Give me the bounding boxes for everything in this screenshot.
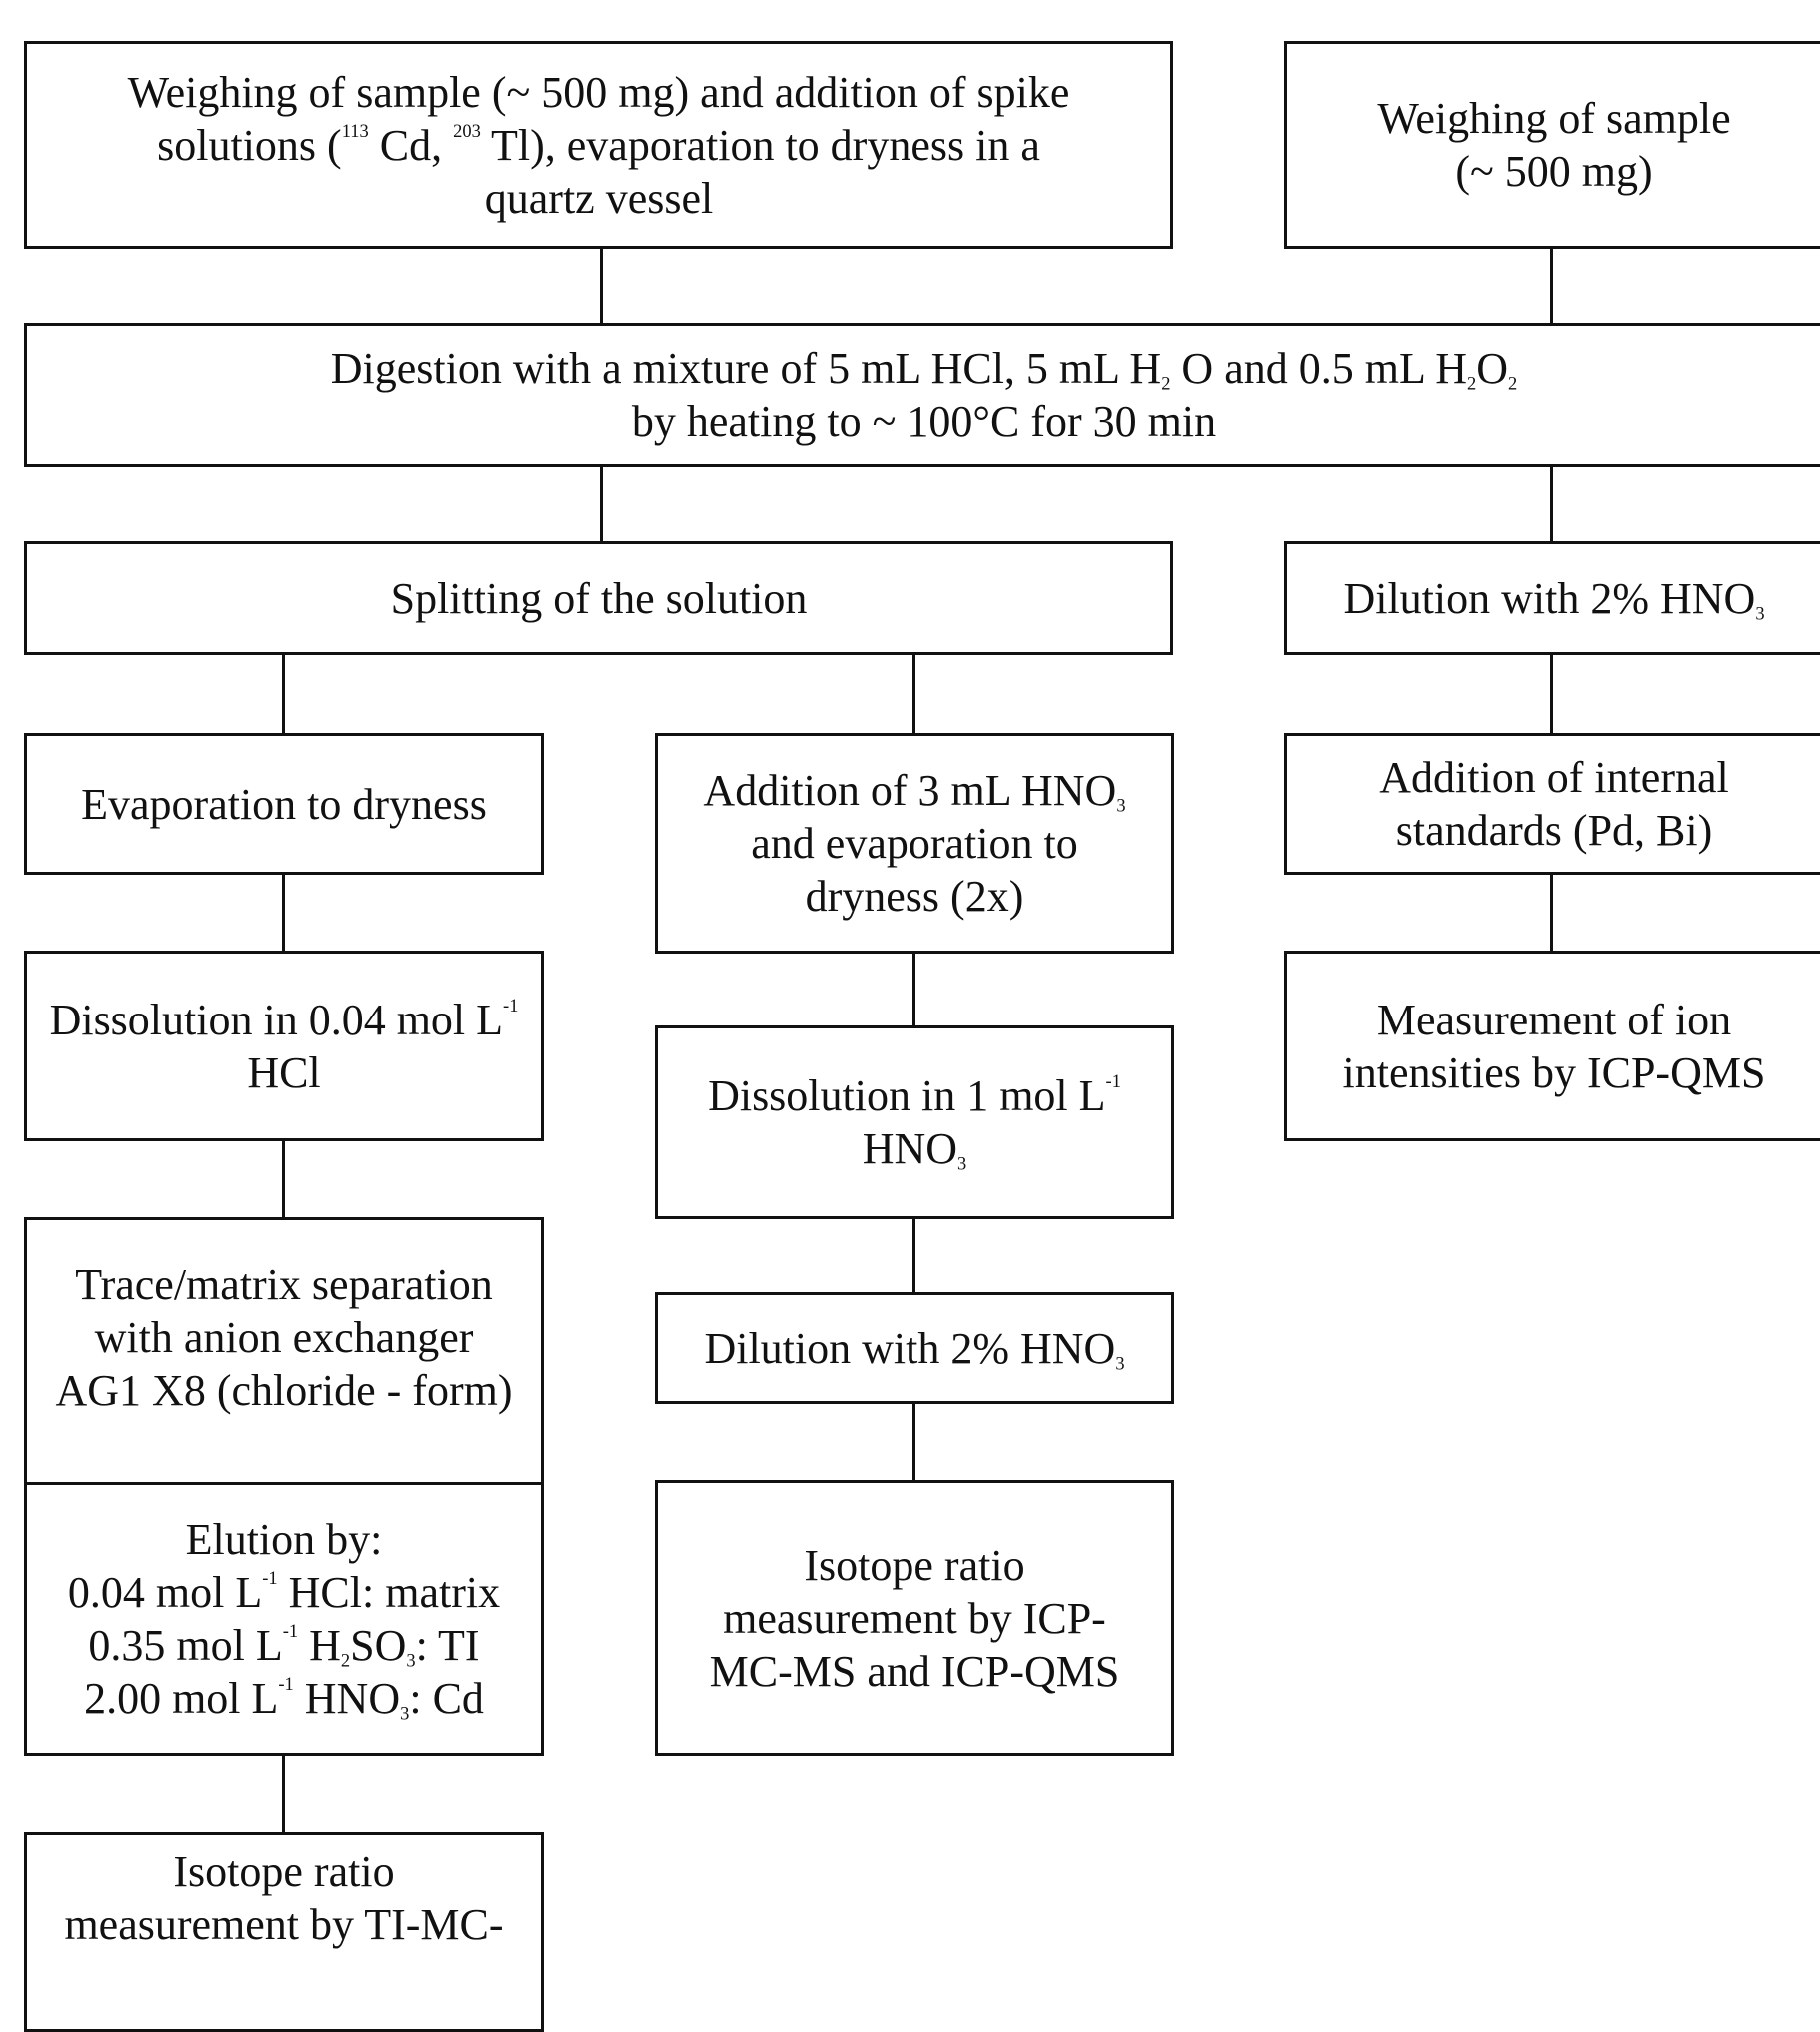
box-dissolution-hno3: Dissolution in 1 mol L-1 HNO3 [655,1025,1174,1219]
connector [912,952,915,1027]
box-text-line: HNO3 [862,1124,967,1174]
box-text-line: 0.35 mol L-1 H2SO3: TI [88,1620,480,1671]
box-text-line: Trace/matrix separation [75,1260,493,1309]
connector [1550,247,1553,325]
connector [282,1754,285,1834]
box-internal-standards: Addition of internal standards (Pd, Bi) [1284,733,1820,875]
box-text-line: Evaporation to dryness [81,779,487,829]
box-weighing-spike: Weighing of sample (~ 500 mg) and additi… [24,41,1173,249]
connector [282,873,285,953]
connector [912,1217,915,1294]
box-text-line: intensities by ICP-QMS [1342,1047,1766,1097]
box-measurement-ion: Measurement of ion intensities by ICP-QM… [1284,951,1820,1141]
box-digestion: Digestion with a mixture of 5 mL HCl, 5 … [24,323,1820,467]
box-text-line: Dissolution in 0.04 mol L-1 [49,995,519,1044]
connector [600,465,603,543]
box-text-line: Weighing of sample (~ 500 mg) and additi… [127,67,1070,117]
box-text-line: Addition of internal [1379,753,1729,802]
box-text-line: HCl [247,1047,321,1097]
box-text-line: with anion exchanger [94,1313,474,1362]
box-dilution-right: Dilution with 2% HNO3 [1284,541,1820,655]
connector [600,247,603,325]
connector [282,1139,285,1219]
connector [1550,465,1553,543]
box-splitting: Splitting of the solution [24,541,1173,655]
box-text-line: (~ 500 mg) [1455,147,1653,196]
box-text-line: 2.00 mol L-1 HNO3: Cd [84,1673,484,1724]
box-text-line: AG1 X8 (chloride - form) [55,1366,513,1415]
box-text-line: Addition of 3 mL HNO3 [703,766,1126,816]
box-text-line: Isotope ratio [804,1540,1025,1590]
box-text-line: Isotope ratio [173,1847,395,1896]
connector [282,653,285,735]
box-text-line: Dilution with 2% HNO3 [704,1323,1125,1373]
box-text-line: Measurement of ion [1376,995,1732,1044]
connector [912,1402,915,1482]
connector [1550,653,1553,735]
box-text-line: Digestion with a mixture of 5 mL HCl, 5 … [330,344,1518,394]
box-weighing-sample: Weighing of sample (~ 500 mg) [1284,41,1820,249]
box-isotope-ratio-ti: Isotope ratio measurement by TI-MC- [24,1832,544,2032]
box-evaporation-dryness: Evaporation to dryness [24,733,544,875]
connector [912,653,915,735]
box-addition-hno3: Addition of 3 mL HNO3 and evaporation to… [655,733,1174,954]
box-isotope-ratio-icp: Isotope ratio measurement by ICP- MC-MS … [655,1480,1174,1756]
box-text-line: measurement by ICP- [723,1593,1106,1643]
flowchart: Weighing of sample (~ 500 mg) and additi… [24,41,1820,2032]
box-text-line: and evaporation to [751,819,1078,868]
box-text-line: Dissolution in 1 mol L-1 [708,1070,1121,1120]
box-text-line: dryness (2x) [805,872,1024,921]
box-elution: Elution by: 0.04 mol L-1 HCl: matrix 0.3… [24,1482,544,1756]
box-dilution-mid: Dilution with 2% HNO3 [655,1292,1174,1404]
box-text-line: measurement by TI-MC- [64,1900,504,1949]
box-dissolution-hcl: Dissolution in 0.04 mol L-1 HCl [24,951,544,1141]
box-text-line: Splitting of the solution [390,573,808,623]
box-text-line: Weighing of sample [1377,94,1731,143]
box-text-line: standards (Pd, Bi) [1395,806,1713,855]
box-text-line: by heating to ~ 100°C for 30 min [631,397,1217,446]
box-text-line: MC-MS and ICP-QMS [709,1646,1120,1696]
box-text-line: 0.04 mol L-1 HCl: matrix [67,1567,501,1617]
box-text-line: Dilution with 2% HNO3 [1343,573,1765,623]
box-trace-matrix-separation: Trace/matrix separation with anion excha… [24,1217,544,1485]
box-text-line: quartz vessel [484,173,714,223]
box-text-line: Elution by: [185,1515,383,1564]
box-text-line: solutions (113 Cd, 203 Tl), evaporation … [157,120,1040,170]
connector [1550,873,1553,953]
